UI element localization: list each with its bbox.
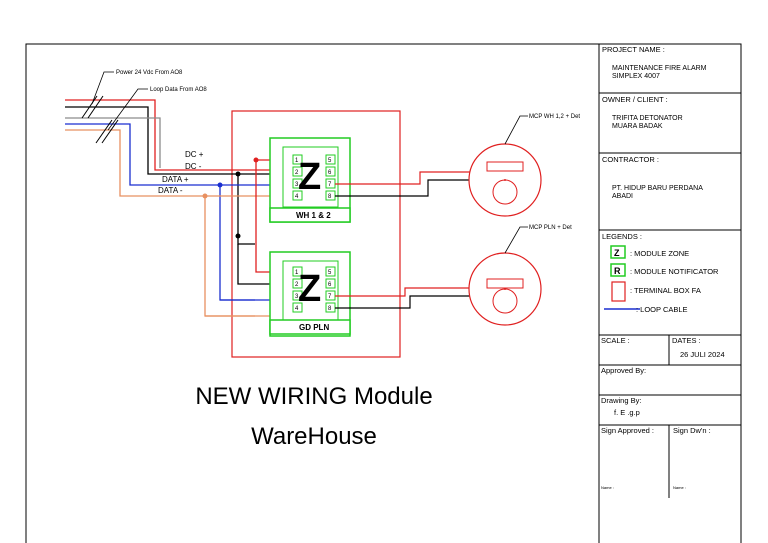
drawing-title-line1: NEW WIRING Module [195,383,432,410]
label-dc-minus: DC - [185,162,202,171]
pin: 7 [328,294,332,300]
pin: 3 [295,182,299,188]
sign-drawn-label: Sign Dw'n : [673,426,711,435]
legend-zone-symbol: Z [610,245,626,259]
pin: 2 [295,282,299,288]
pin: 5 [328,158,332,164]
sign-approved-label: Sign Approved : [601,426,654,435]
name-right: Name : [673,485,686,490]
mcp-pln-device [468,252,542,326]
module-bottom-letter: Z [298,268,321,310]
drawing-value: f. E .g.p [614,408,640,417]
cable-leaders [91,71,148,131]
owner-label: OWNER / CLIENT : [602,95,668,104]
project-name-line2: SIMPLEX 4007 [612,73,660,80]
label-data-minus: DATA - [158,186,183,195]
project-label: PROJECT NAME : [602,45,665,54]
owner-line2: MUARA BADAK [612,123,663,130]
module-top-name: WH 1 & 2 [296,211,331,220]
pin: 5 [328,270,332,276]
power-cable [65,99,298,245]
mcp-leaders [504,115,528,254]
project-name-line1: MAINTENANCE FIRE ALARM [612,65,707,72]
contractor-line1: PT. HIDUP BARU PERDANA [612,185,703,192]
owner-line1: TRIFITA DETONATOR [612,115,683,122]
pin: 4 [295,306,299,312]
pin: 7 [328,182,332,188]
pin: 4 [295,194,299,200]
date-value: 26 JULI 2024 [680,350,725,359]
dates-label: DATES : [672,336,701,345]
scale-label: SCALE : [601,336,630,345]
pin: 2 [295,170,299,176]
pin: 8 [328,306,332,312]
module-zone-bottom: Z GD PLN 1 2 3 4 5 6 7 8 [269,251,351,337]
drawing-frame [25,43,742,543]
label-loop: Loop Data From AO8 [150,87,207,93]
pin: 6 [328,282,332,288]
pin: 8 [328,194,332,200]
label-mcp-wh: MCP WH 1,2 + Det [529,114,580,120]
module-bottom-name: GD PLN [299,323,329,332]
contractor-label: CONTRACTOR : [602,155,659,164]
legend-zone: : MODULE ZONE [630,249,689,258]
module-zone-top: Z WH 1 & 2 1 2 3 4 5 6 7 8 [269,137,351,223]
label-mcp-pln: MCP PLN + Det [529,225,572,231]
legend-notif: : MODULE NOTIFICATOR [630,267,719,276]
drawing-title-line2: WareHouse [251,423,377,450]
cable-ticks [81,95,119,144]
junction-dots [202,157,259,239]
contractor-line2: ABADI [612,193,633,200]
legend-zone-letter: Z [614,248,620,258]
label-dc-plus: DC + [185,150,204,159]
module-top-letter: Z [298,156,321,198]
label-data-plus: DATA + [162,175,189,184]
legend-notif-symbol: R [610,263,626,277]
legend-box: : TERMINAL BOX FA [630,286,701,295]
legend-notif-letter: R [614,266,621,276]
approved-label: Approved By: [601,366,646,375]
label-power: Power 24 Vdc From AO8 [116,70,183,76]
loop-cable [65,117,255,317]
pin: 1 [295,158,299,164]
name-left: Name : [601,485,614,490]
legend-loop: : LOOP CABLE [636,305,688,314]
pin: 6 [328,170,332,176]
drawing-label: Drawing By: [601,396,641,405]
terminal-box [231,110,401,358]
pin: 1 [295,270,299,276]
legends-label: LEGENDS : [602,232,642,241]
legend-box-symbol [611,281,626,302]
title-block [598,44,741,543]
mcp-wires [335,171,490,309]
pin: 3 [295,294,299,300]
mcp-wh-device [468,143,542,217]
